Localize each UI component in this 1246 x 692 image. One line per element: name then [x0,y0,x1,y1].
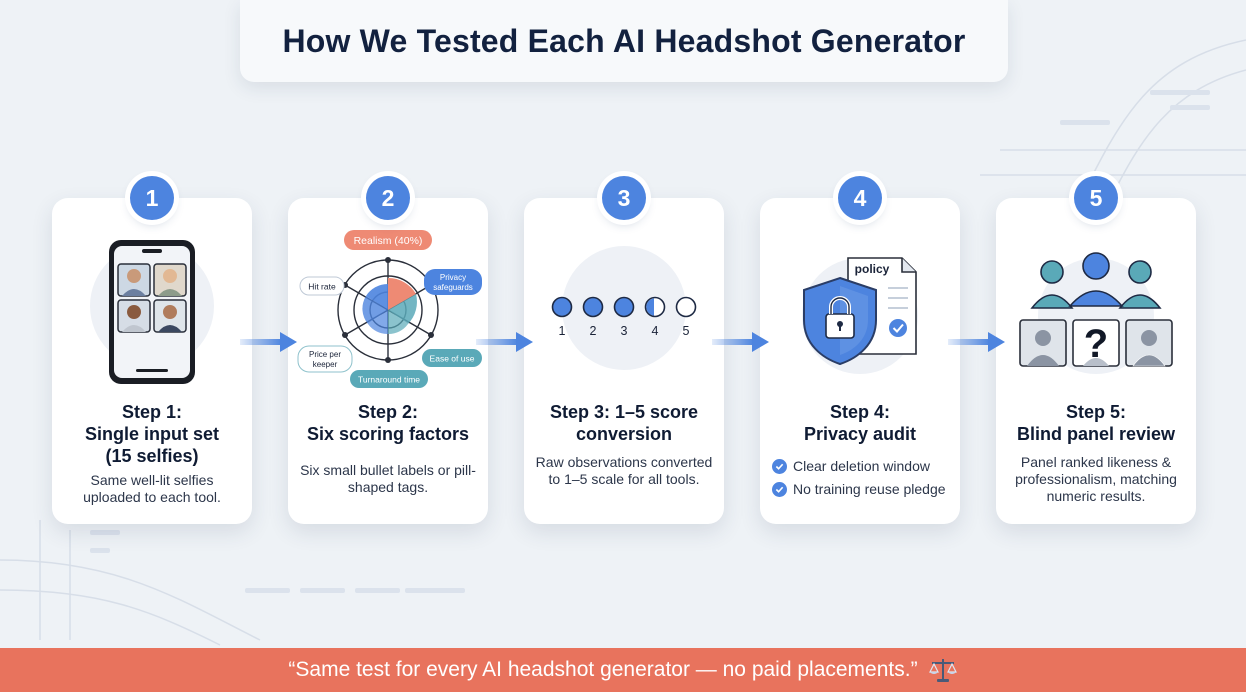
step-2-card: Realism (40%) Privacy safeguards Hit rat… [288,198,488,524]
factor-realism: Realism (40%) [354,235,423,247]
footer-quote: “Same test for every AI headshot generat… [288,658,918,681]
scales-icon [928,659,957,682]
step-3-card: 1 2 3 4 5 Step 3: 1–5 score conversion R… [524,198,724,524]
factor-turnaround: Turnaround time [358,375,420,385]
scale-label-2: 2 [590,324,597,338]
step-1-title: Step 1: Single input set (15 selfies) [84,402,219,466]
step-2-number: 2 [366,176,410,220]
step-3-title: Step 3: 1–5 score conversion [549,402,699,444]
step-2-description: Six small bullet labels or pill-shaped t… [300,462,476,495]
privacy-shield-illustration: policy [802,257,918,374]
step-5-card: ? Step 5: Blind panel review Panel ranke… [996,198,1196,524]
step-5-number: 5 [1074,176,1118,220]
selfie-thumbnails [117,263,187,333]
factor-privacy-line1: Privacy [440,273,466,282]
policy-label: policy [855,262,890,276]
step-3-number: 3 [602,176,646,220]
scale-label-4: 4 [652,324,659,338]
step-1-number: 1 [130,176,174,220]
factor-ease: Ease of use [430,354,475,364]
step-4-card: policy Step 4: Privacy audit Clear delet… [760,198,960,524]
check-item: Clear deletion window [772,458,954,474]
scale-label-5: 5 [683,324,690,338]
privacy-checklist: Clear deletion window No training reuse … [772,458,954,504]
arrow-right-icon [240,332,297,352]
scale-label-3: 3 [621,324,628,338]
question-mark-icon: ? [1084,322,1108,366]
step-2-title: Step 2: Six scoring factors [306,402,470,444]
arrow-right-icon [712,332,769,352]
footer-banner: “Same test for every AI headshot generat… [0,648,1246,692]
step-4-number: 4 [838,176,882,220]
step-1-card: Step 1: Single input set (15 selfies) Sa… [52,198,252,524]
check-icon [772,458,787,474]
step-1-description: Same well-lit selfies uploaded to each t… [83,472,221,505]
check-label: No training reuse pledge [793,481,946,497]
arrow-right-icon [948,332,1005,352]
arrow-right-icon [476,332,533,352]
phone-selfies-illustration [90,240,214,384]
factor-price-line1: Price per [309,350,341,359]
score-scale-illustration: 1 2 3 4 5 [551,246,697,370]
factor-hit-rate: Hit rate [308,282,336,292]
factor-privacy-line2: safeguards [433,283,473,292]
step-5-description: Panel ranked likeness & professionalism,… [1015,454,1177,504]
step-4-title: Step 4: Privacy audit [803,402,917,444]
scale-label-1: 1 [559,324,566,338]
page-title: How We Tested Each AI Headshot Generator [282,22,966,59]
step-3-description: Raw observations converted to 1–5 scale … [535,454,713,487]
check-item: No training reuse pledge [772,481,954,497]
check-label: Clear deletion window [793,458,930,474]
step-5-title: Step 5: Blind panel review [1016,402,1176,444]
title-banner: How We Tested Each AI Headshot Generator [240,0,1008,82]
check-icon [772,481,787,497]
factor-price-line2: keeper [313,360,338,369]
blind-panel-illustration: ? [1019,252,1173,374]
radar-chart-illustration: Realism (40%) Privacy safeguards Hit rat… [297,230,482,388]
